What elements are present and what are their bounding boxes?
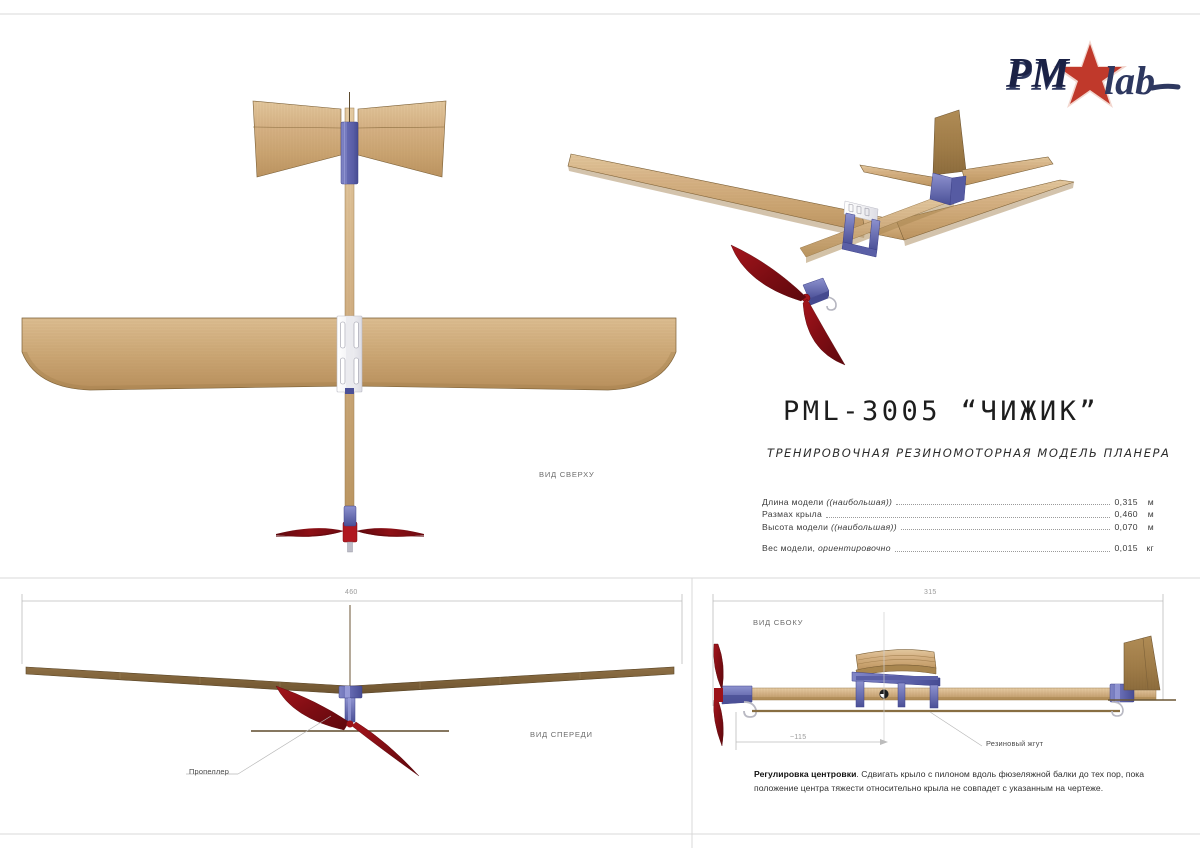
side-fuselage-beam — [735, 687, 1157, 701]
view-label-side: ВИД СБОКУ — [753, 618, 804, 627]
spec-leader-dots — [826, 510, 1111, 518]
spec-leader-dots — [894, 544, 1111, 552]
dim-label-length: 315 — [924, 589, 937, 596]
top-horizontal-stabilizer — [252, 100, 447, 178]
dim-length — [712, 594, 1164, 706]
view-top — [21, 92, 677, 553]
spec-label: Вес модели, ориентировочно — [762, 543, 891, 554]
spec-value: 0,070 — [1114, 521, 1138, 532]
spec-unit: кг — [1146, 543, 1154, 554]
spec-value: 0,460 — [1114, 509, 1138, 520]
logo-text-pm-outline: PM — [1005, 51, 1071, 97]
view-label-front: ВИД СПЕРЕДИ — [530, 730, 593, 739]
top-propeller — [276, 505, 424, 553]
dim-cg — [735, 712, 888, 750]
spec-label: Высота модели ((наибольшая)) — [762, 521, 897, 532]
spec-unit: м — [1147, 497, 1154, 507]
side-wing-pylon — [851, 649, 941, 709]
dim-wingspan — [21, 594, 683, 664]
note-body: . Сдвигать крыло с пилоном вдоль фюзеляж… — [754, 769, 1145, 793]
callout-propeller: Пропеллер — [189, 767, 230, 776]
assembly-note: Регулировка центровки. Сдвигать крыло с … — [754, 768, 1154, 795]
spec-label-qualifier: ((наибольшая)) — [826, 497, 893, 507]
spec-unit: м — [1147, 509, 1154, 520]
spec-row: Высота модели ((наибольшая)) 0,070 м — [762, 521, 1154, 533]
spec-label: Длина модели ((наибольшая)) — [762, 497, 893, 507]
logo-text-pm: PM — [1005, 54, 1071, 100]
spec-leader-dots — [896, 497, 1111, 506]
view-side — [712, 594, 1176, 750]
logo-text-lab: lab — [1104, 58, 1155, 103]
dim-label-cg: ~115 — [790, 734, 807, 741]
view-perspective-3d — [567, 109, 1075, 366]
top-tail-mount — [340, 121, 359, 185]
page-subtitle: ТРЕНИРОВОЧНАЯ РЕЗИНОМОТОРНАЯ МОДЕЛЬ ПЛАН… — [767, 446, 1171, 460]
spec-label-qualifier: ориентировочно — [818, 543, 891, 554]
view-front — [21, 594, 683, 777]
spec-row: Вес модели, ориентировочно 0,015 кг — [762, 542, 1154, 554]
logo-star-icon — [1053, 40, 1127, 108]
front-propeller — [275, 685, 420, 777]
front-pylon-fuselage — [338, 685, 363, 723]
sheet-dividers — [0, 13, 1200, 848]
spec-label: Размах крыла — [762, 509, 823, 520]
dim-label-wingspan: 460 — [345, 589, 358, 596]
spec-row: Размах крыла 0,460 м — [762, 508, 1154, 520]
spec-row: Длина модели ((наибольшая)) 0,315 м — [762, 496, 1154, 508]
side-nose-block — [721, 685, 753, 705]
page-title: PML-3005 “ЧИЖИК” — [783, 396, 1100, 427]
center-of-gravity-marker — [879, 612, 889, 742]
spec-value: 0,315 — [1114, 497, 1138, 507]
view-label-top: ВИД СВЕРХУ — [539, 470, 595, 479]
brand-logo: PM PM lab — [1004, 28, 1184, 108]
side-vertical-fin — [1123, 635, 1161, 691]
note-bold: Регулировка центровки — [754, 769, 857, 779]
spec-leader-dots — [900, 522, 1111, 531]
spec-value: 0,015 — [1114, 543, 1138, 554]
top-wing-pylon — [336, 315, 363, 394]
spec-unit: м — [1147, 521, 1154, 532]
callout-rubber-band: Резиновый жгут — [986, 739, 1044, 748]
top-main-wing — [21, 317, 677, 391]
spec-label-qualifier: ((наибольшая)) — [831, 521, 897, 532]
side-propeller — [713, 643, 724, 747]
